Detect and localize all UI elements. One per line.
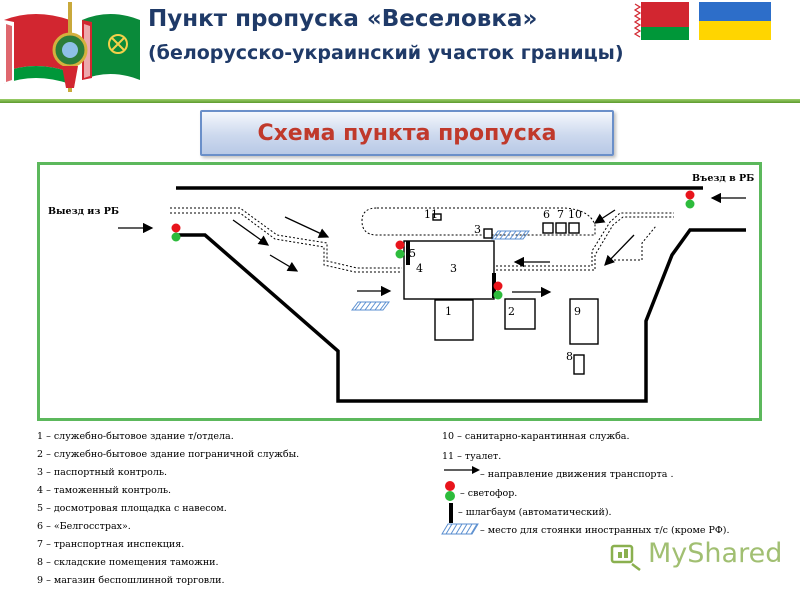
label-8: 8 — [566, 350, 573, 363]
label-9: 9 — [574, 305, 581, 318]
legend-item-8: 8 – складские помещения таможни. — [37, 557, 219, 568]
label-1: 1 — [445, 305, 452, 318]
building-8 — [573, 354, 585, 375]
legend-traffic-light-icon — [445, 481, 455, 501]
watermark-logo-icon — [610, 544, 641, 571]
label-4: 4 — [416, 262, 423, 275]
label-7: 7 — [557, 208, 564, 221]
legend-item-3: 3 – паспортный контроль. — [37, 467, 168, 478]
toilet-11 — [432, 213, 442, 221]
building-customs-platform — [403, 240, 495, 300]
legend-item-2: 2 – служебно-бытовое здание пограничной … — [37, 449, 300, 460]
header-divider — [0, 99, 800, 103]
legend-barrier-text: – шлагбаум (автоматический). — [458, 507, 612, 518]
scheme-banner: Схема пункта пропуска — [200, 110, 614, 156]
building-9 — [569, 298, 599, 345]
road-outline — [176, 186, 746, 403]
legend-item-1: 1 – служебно-бытовое здание т/отдела. — [37, 431, 234, 442]
parking-areas — [351, 230, 530, 311]
legend-barrier-icon — [449, 503, 453, 523]
legend-item-10: 10 – санитарно-карантинная служба. — [442, 431, 630, 442]
legend-parking-icon — [441, 523, 479, 535]
legend-item-11: 11 – туалет. — [442, 451, 502, 462]
label-6: 6 — [543, 208, 550, 221]
legend-parking-text: – место для стоянки иностранных т/с (кро… — [480, 525, 730, 536]
checkpoint-diagram-frame — [37, 162, 762, 421]
page-title: Пункт пропуска «Веселовка» — [148, 6, 538, 32]
booth-7 — [555, 222, 567, 234]
lane-markings — [170, 207, 674, 273]
label-11: 11 — [424, 208, 438, 221]
exit-label: Выезд из РБ — [48, 206, 119, 217]
label-3b: 3 — [450, 262, 457, 275]
belarus-flags-emblem — [4, 2, 140, 92]
legend-arrow-text: – направление движения транспорта . — [480, 469, 674, 480]
watermark-text: MyShared — [648, 538, 783, 569]
legend-item-9: 9 – магазин беспошлинной торговли. — [37, 575, 225, 586]
legend-arrow-icon — [444, 466, 480, 474]
belarus-flag-icon — [634, 2, 689, 40]
building-1 — [434, 299, 474, 341]
label-3a: 3 — [474, 223, 481, 236]
legend-item-5: 5 – досмотровая площадка с навесом. — [37, 503, 227, 514]
checkpoint-diagram: Выезд из РБ Въезд в РБ 1 2 3 3 4 5 6 7 8… — [48, 173, 754, 403]
entry-label: Въезд в РБ — [692, 173, 754, 184]
legend-traffic-light-text: – светофор. — [460, 488, 518, 499]
legend-item-4: 4 – таможенный контроль. — [37, 485, 172, 496]
booth-3-top — [483, 228, 493, 239]
page-subtitle: (белорусско-украинский участок границы) — [148, 42, 624, 64]
traffic-lights — [171, 190, 695, 300]
ukraine-flag-icon — [699, 2, 771, 40]
traffic-direction-arrows — [118, 192, 746, 298]
legend-item-6: 6 – «Белгосстрах». — [37, 521, 131, 532]
scheme-banner-title: Схема пункта пропуска — [257, 120, 557, 146]
booth-6 — [542, 222, 554, 234]
label-5: 5 — [409, 247, 416, 260]
building-2 — [504, 298, 536, 330]
buildings — [403, 213, 599, 375]
legend-item-7: 7 – транспортная инспекция. — [37, 539, 185, 550]
label-2: 2 — [508, 305, 515, 318]
label-10: 10 — [568, 208, 582, 221]
booth-10 — [568, 222, 580, 234]
